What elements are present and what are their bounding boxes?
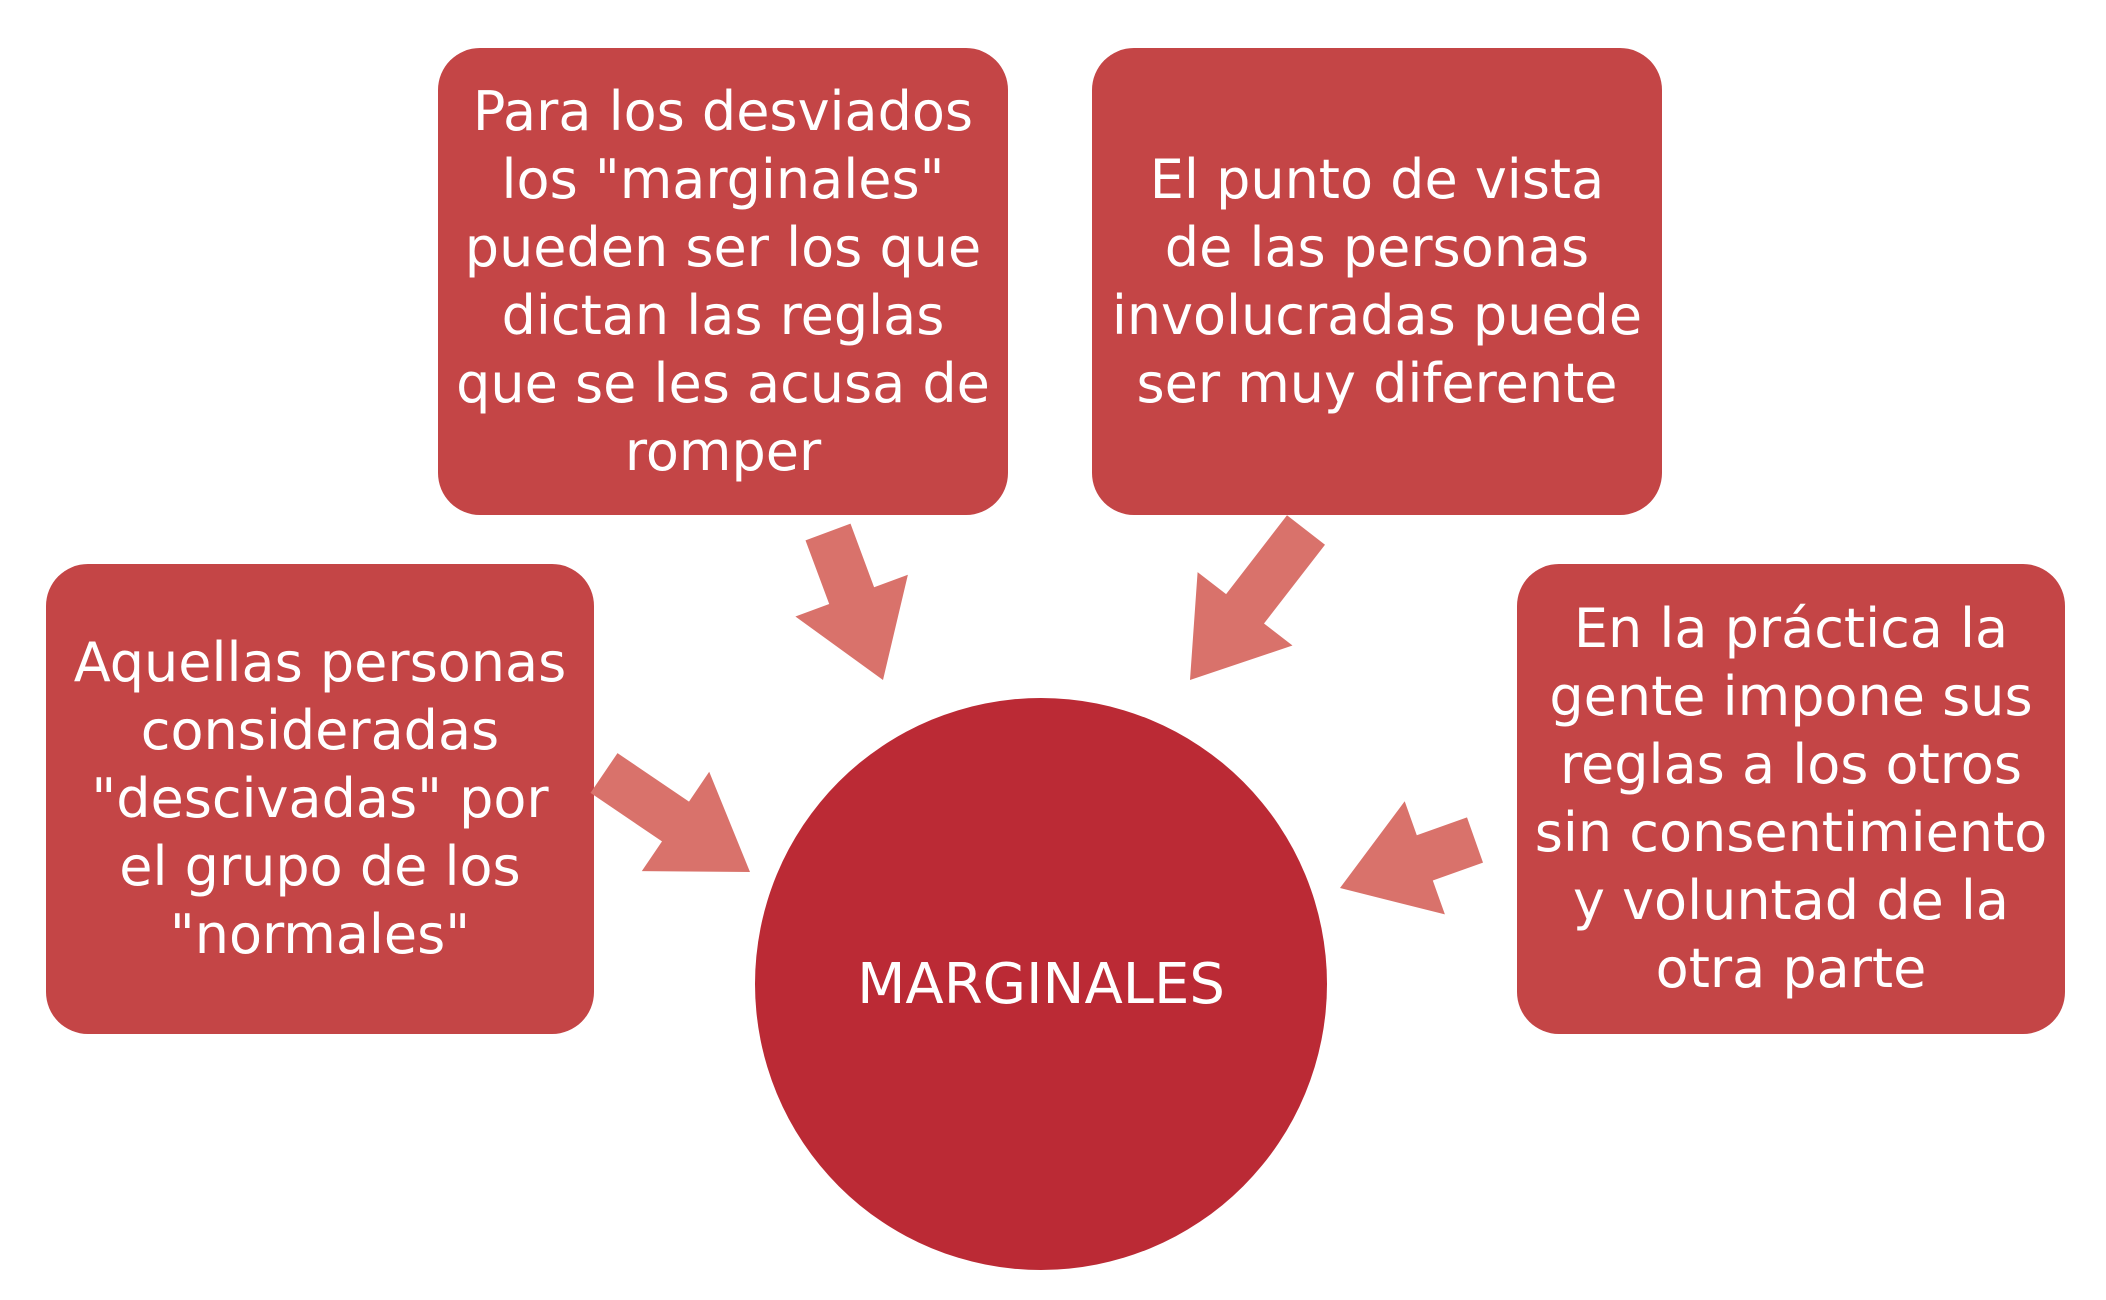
arrow-from-right: [1340, 801, 1483, 915]
box-left-text: Aquellas personas consideradas "descivad…: [73, 631, 567, 966]
box-right-text: En la práctica la gente impone sus regla…: [1534, 597, 2048, 1000]
box-top-left: Para los desviados los "marginales" pued…: [438, 48, 1008, 515]
arrow-from-top-right: [1190, 515, 1325, 680]
center-label: MARGINALES: [857, 951, 1225, 1017]
box-top-right-text: El punto de vista de las personas involu…: [1111, 147, 1643, 415]
box-right: En la práctica la gente impone sus regla…: [1517, 564, 2065, 1034]
center-circle: MARGINALES: [755, 698, 1327, 1270]
box-top-left-text: Para los desviados los "marginales" pued…: [456, 79, 990, 483]
box-top-right: El punto de vista de las personas involu…: [1092, 48, 1662, 515]
arrow-from-top-left: [795, 523, 908, 680]
arrow-from-left: [590, 753, 750, 872]
box-left: Aquellas personas consideradas "descivad…: [46, 564, 594, 1034]
